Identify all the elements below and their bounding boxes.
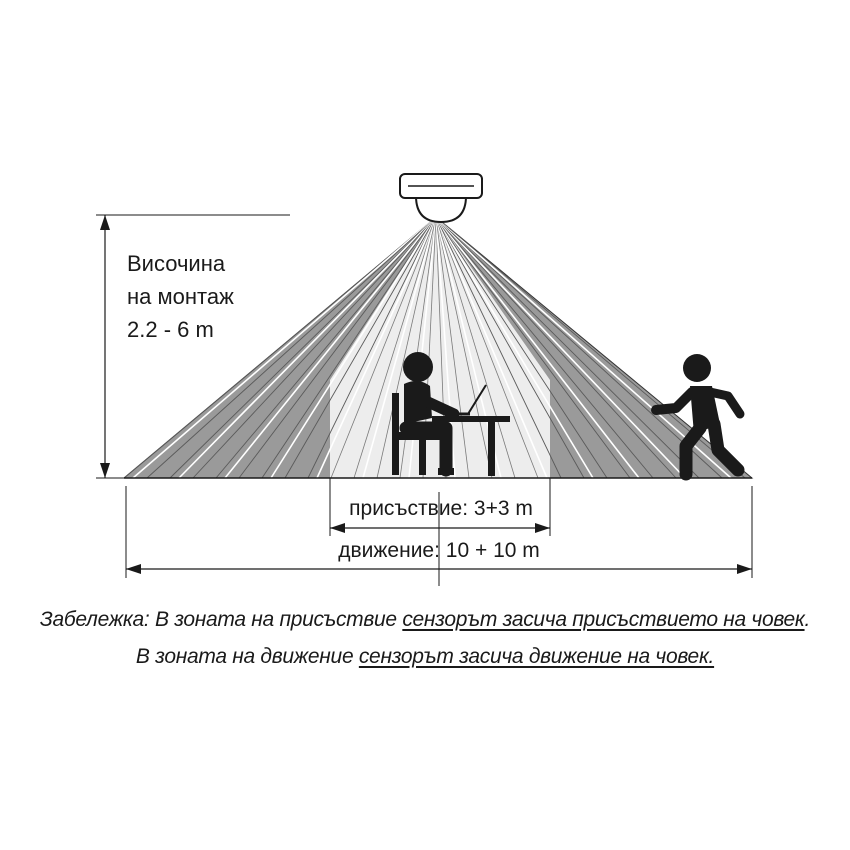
beam-highlight <box>178 216 437 479</box>
beam-line <box>353 216 437 479</box>
desk-laptop-icon <box>432 384 510 476</box>
beam-line <box>123 216 437 479</box>
beam-highlight <box>435 216 686 479</box>
height-label-line3: 2.2 - 6 m <box>127 317 214 342</box>
beam-line <box>215 216 437 479</box>
mounting-height-dimension <box>96 214 290 479</box>
presence-label: присъствие: 3+3 m <box>349 497 533 520</box>
beam-line <box>435 216 585 479</box>
beam-line <box>238 216 437 479</box>
note-line-2: В зоната на движение сензорът засича дви… <box>0 645 850 669</box>
beam-line <box>435 216 723 479</box>
height-label-line1: Височина <box>127 251 226 276</box>
beam-highlight <box>435 216 548 479</box>
note-line-2-prefix: В зоната на движение <box>135 645 359 668</box>
beam-line <box>261 216 437 479</box>
note-line-1-prefix: Забележка: В зоната на присъствие <box>39 608 403 631</box>
beam-line <box>435 216 654 479</box>
beam-line <box>307 216 437 479</box>
beam-line <box>435 216 470 479</box>
beam-line <box>284 216 437 479</box>
ceiling-sensor-icon <box>399 173 483 224</box>
beam-highlight <box>435 216 594 479</box>
motion-dimension <box>125 486 753 578</box>
note-line-2-underlined: сензорът засича движение на човек. <box>358 645 715 668</box>
beam-line <box>435 216 608 479</box>
note-line-1-underlined: сензорът засича присъствието на човек <box>402 608 805 631</box>
beam-highlight <box>435 216 640 479</box>
beam-highlight <box>132 216 437 479</box>
beam-highlight <box>224 216 437 479</box>
walking-person-icon <box>651 354 745 481</box>
beam-highlight <box>316 216 437 479</box>
beam-line <box>435 216 516 479</box>
beam-highlight <box>270 216 437 479</box>
motion-label: движение: 10 + 10 m <box>338 539 540 562</box>
beam-line <box>435 216 562 479</box>
beam-line <box>192 216 437 479</box>
beam-line <box>435 216 493 479</box>
beam-line <box>376 216 437 479</box>
beam-line <box>330 216 437 479</box>
beam-line <box>435 216 631 479</box>
beam-line <box>435 216 700 479</box>
seated-person-icon <box>392 352 460 477</box>
height-label-line2: на монтаж <box>127 284 234 309</box>
beam-highlight <box>362 216 437 479</box>
beam-line <box>435 216 539 479</box>
beam-line <box>435 216 677 479</box>
note-line-1-suffix: . <box>804 608 811 631</box>
note-line-1: Забележка: В зоната на присъствие сензор… <box>0 608 850 632</box>
beam-line <box>169 216 437 479</box>
beam-line <box>146 216 437 479</box>
beam-highlight <box>435 216 732 479</box>
presence-dimension <box>329 478 551 586</box>
